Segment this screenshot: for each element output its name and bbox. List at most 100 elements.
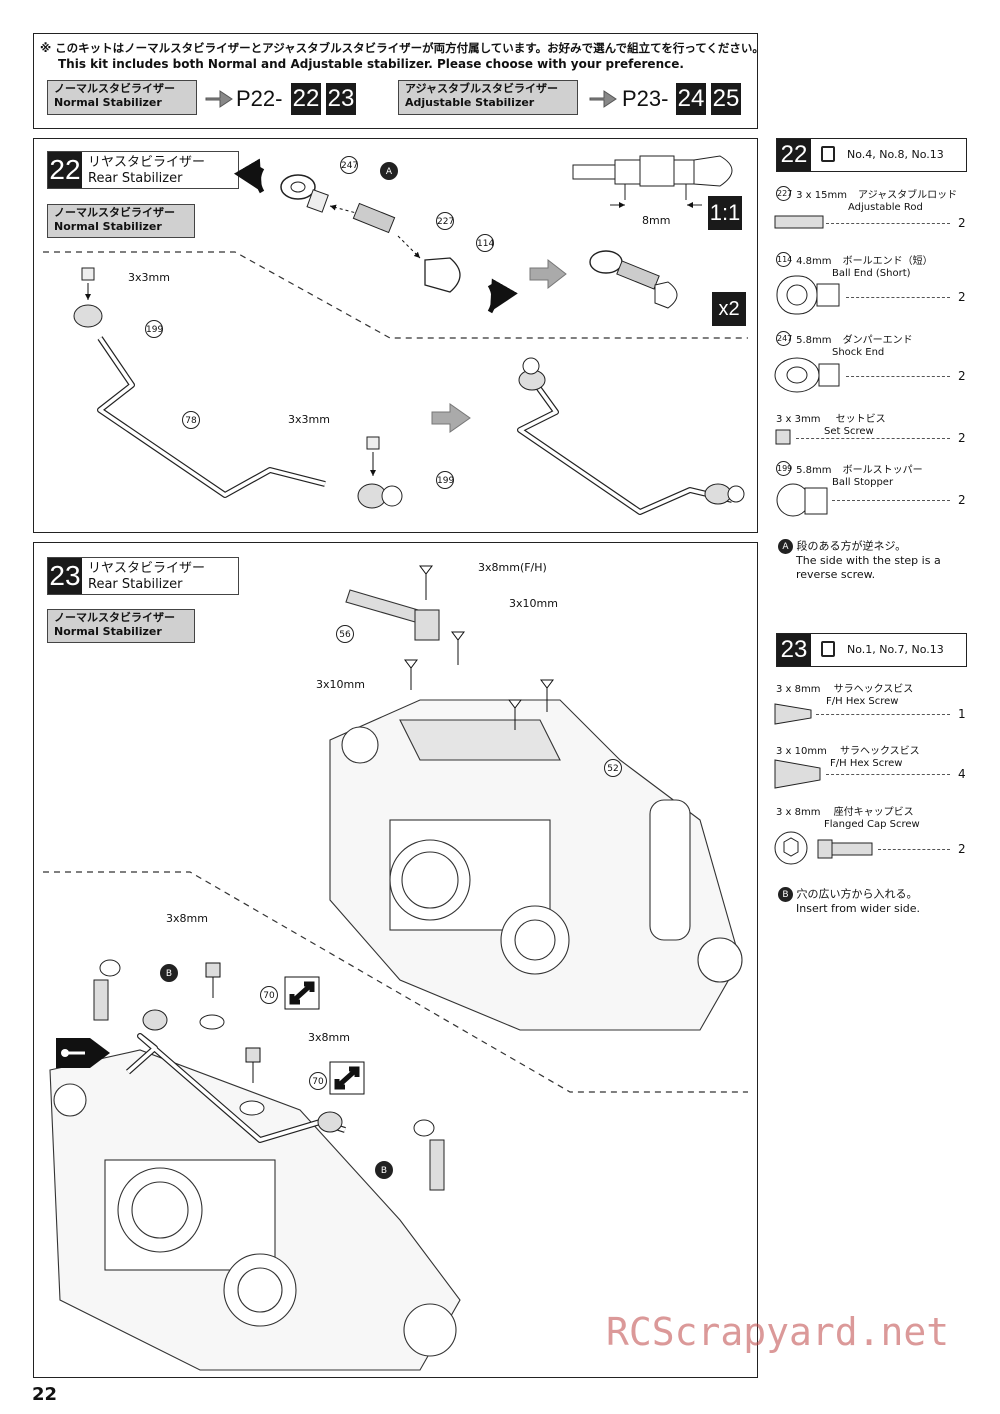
part-qty-114: 2 [958,290,966,304]
part-row-114: 114 4.8mm ボールエンド（短） Ball End (Short) [776,249,966,279]
part-size: 5.8mm [796,465,832,476]
note-b-jp: 穴の広い方から入れる。 [796,887,918,901]
callout-b1: B [160,964,178,982]
step23-tag-en: Normal Stabilizer [54,625,162,638]
part-name-en: Ball Stopper [832,477,894,488]
part-ref-227: 227 [776,186,792,201]
part-row-fh10: 3 x 10mm サラヘックスビス F/H Hex Screw [776,739,966,769]
label-3x8-a: 3x8mm [166,912,208,925]
step23-title-en: Rear Stabilizer [88,577,183,592]
part-qty-247: 2 [958,369,966,383]
normal-stabilizer-tag: ノーマルスタビライザー Normal Stabilizer [47,80,197,115]
parts22-header: 22 No.4, No.8, No.13 [776,138,967,172]
normal-tag-en: Normal Stabilizer [54,96,162,109]
watermark: RCScrapyard.net [606,1310,950,1354]
part-name-en: Adjustable Rod [848,202,923,213]
part-size: 3 x 15mm [796,190,847,201]
callout-227: 227 [436,212,454,230]
part-qty-fh8: 1 [958,707,966,721]
normal-tag-jp: ノーマルスタビライザー [54,82,175,95]
step22-title-jp: リヤスタビライザー [88,155,206,170]
part-qty-setscrew: 2 [958,431,966,445]
part-name-jp: セットビス [835,414,886,425]
part-name-en: Shock End [832,347,885,358]
step22-tag-en: Normal Stabilizer [54,220,162,233]
adjustable-tag-jp: アジャスタブルスタビライザー [405,82,559,95]
label-3x10-a: 3x10mm [509,597,558,610]
step22-panel [33,138,758,533]
part-name-en: Flanged Cap Screw [824,819,920,830]
part-size: 3 x 8mm [776,684,821,695]
part-name-jp: ボールストッパー [842,465,923,476]
part-row-247: 247 5.8mm ダンパーエンド Shock End [776,328,966,358]
parts22-number: 22 [777,139,811,171]
note-a: A 段のある方が逆ネジ。 The side with the step is a… [778,539,968,582]
part-name-en: F/H Hex Screw [826,696,899,707]
step23-tag-jp: ノーマルスタビライザー [54,611,175,624]
part-size: 3 x 8mm [776,807,821,818]
step22-normal-tag: ノーマルスタビライザー Normal Stabilizer [47,204,195,238]
part-qty-227: 2 [958,216,966,230]
callout-114: 114 [476,234,494,252]
scale-badge: 1:1 [708,196,742,230]
note-a-jp: 段のある方が逆ネジ。 [796,539,907,553]
part-row-setscrew: 3 x 3mm セットビス Set Screw [776,407,966,437]
part-name-jp: アジャスタブルロッド [858,190,958,201]
part-row-fh8: 3 x 8mm サラヘックスビス F/H Hex Screw [776,677,966,707]
label-3x10-b: 3x10mm [316,678,365,691]
callout-78: 78 [182,411,200,429]
part-name-jp: サラヘックスビス [839,746,920,757]
part-ref-114: 114 [776,252,792,267]
part-row-199: 199 5.8mm ボールストッパー Ball Stopper [776,458,966,488]
part-size: 4.8mm [796,256,832,267]
step23-number: 23 [48,558,82,594]
bag-icon [821,146,835,162]
step23-title: 23 リヤスタビライザー Rear Stabilizer [47,557,239,595]
note-a-mark: A [778,539,793,554]
header-notice-box [33,33,758,129]
parts23-header: 23 No.1, No.7, No.13 [776,633,967,667]
callout-56: 56 [336,625,354,643]
part-name-jp: ボールエンド（短） [842,256,933,267]
page-number: 22 [32,1384,58,1405]
arrow-icon [205,90,233,108]
callout-b2: B [375,1161,393,1179]
part-qty-199: 2 [958,493,966,507]
part-qty-fh10: 4 [958,767,966,781]
part-ref-247: 247 [776,331,792,346]
arrow-icon [589,90,617,108]
step22-title: 22 リヤスタビライザー Rear Stabilizer [47,151,239,189]
label-set-screw-2: 3x3mm [288,413,330,426]
part-name-jp: 座付キャップビス [833,807,914,818]
callout-a: A [380,162,398,180]
label-set-screw-1: 3x3mm [128,271,170,284]
part-row-flanged: 3 x 8mm 座付キャップビス Flanged Cap Screw [776,800,966,830]
part-ref-199: 199 [776,461,792,476]
parts23-bags: No.1, No.7, No.13 [847,643,944,656]
part-name-en: Set Screw [824,426,874,437]
notice-en: This kit includes both Normal and Adjust… [58,57,684,71]
step22-title-en: Rear Stabilizer [88,171,183,186]
part-name-jp: サラヘックスビス [833,684,914,695]
label-fh-screw: 3x8mm(F/H) [478,561,547,574]
callout-199a: 199 [145,320,163,338]
parts23-number: 23 [777,634,811,666]
note-b-mark: B [778,887,793,902]
step-22-ref: 22 [291,83,321,115]
step-25-ref: 25 [711,83,741,115]
step22-number: 22 [48,152,82,188]
callout-70a: 70 [260,986,278,1004]
multiplier-badge: x2 [712,292,746,326]
adjustable-page-ref: P23- [622,86,669,111]
part-name-jp: ダンパーエンド [842,335,913,346]
part-name-en: Ball End (Short) [832,268,911,279]
part-size: 3 x 10mm [776,746,827,757]
callout-199b: 199 [436,471,454,489]
label-3x8-b: 3x8mm [308,1031,350,1044]
callout-70b: 70 [309,1072,327,1090]
callout-52: 52 [604,759,622,777]
step23-panel [33,542,758,1378]
parts22-bags: No.4, No.8, No.13 [847,148,944,161]
part-row-227: 227 3 x 15mm アジャスタブルロッド Adjustable Rod [776,183,966,213]
